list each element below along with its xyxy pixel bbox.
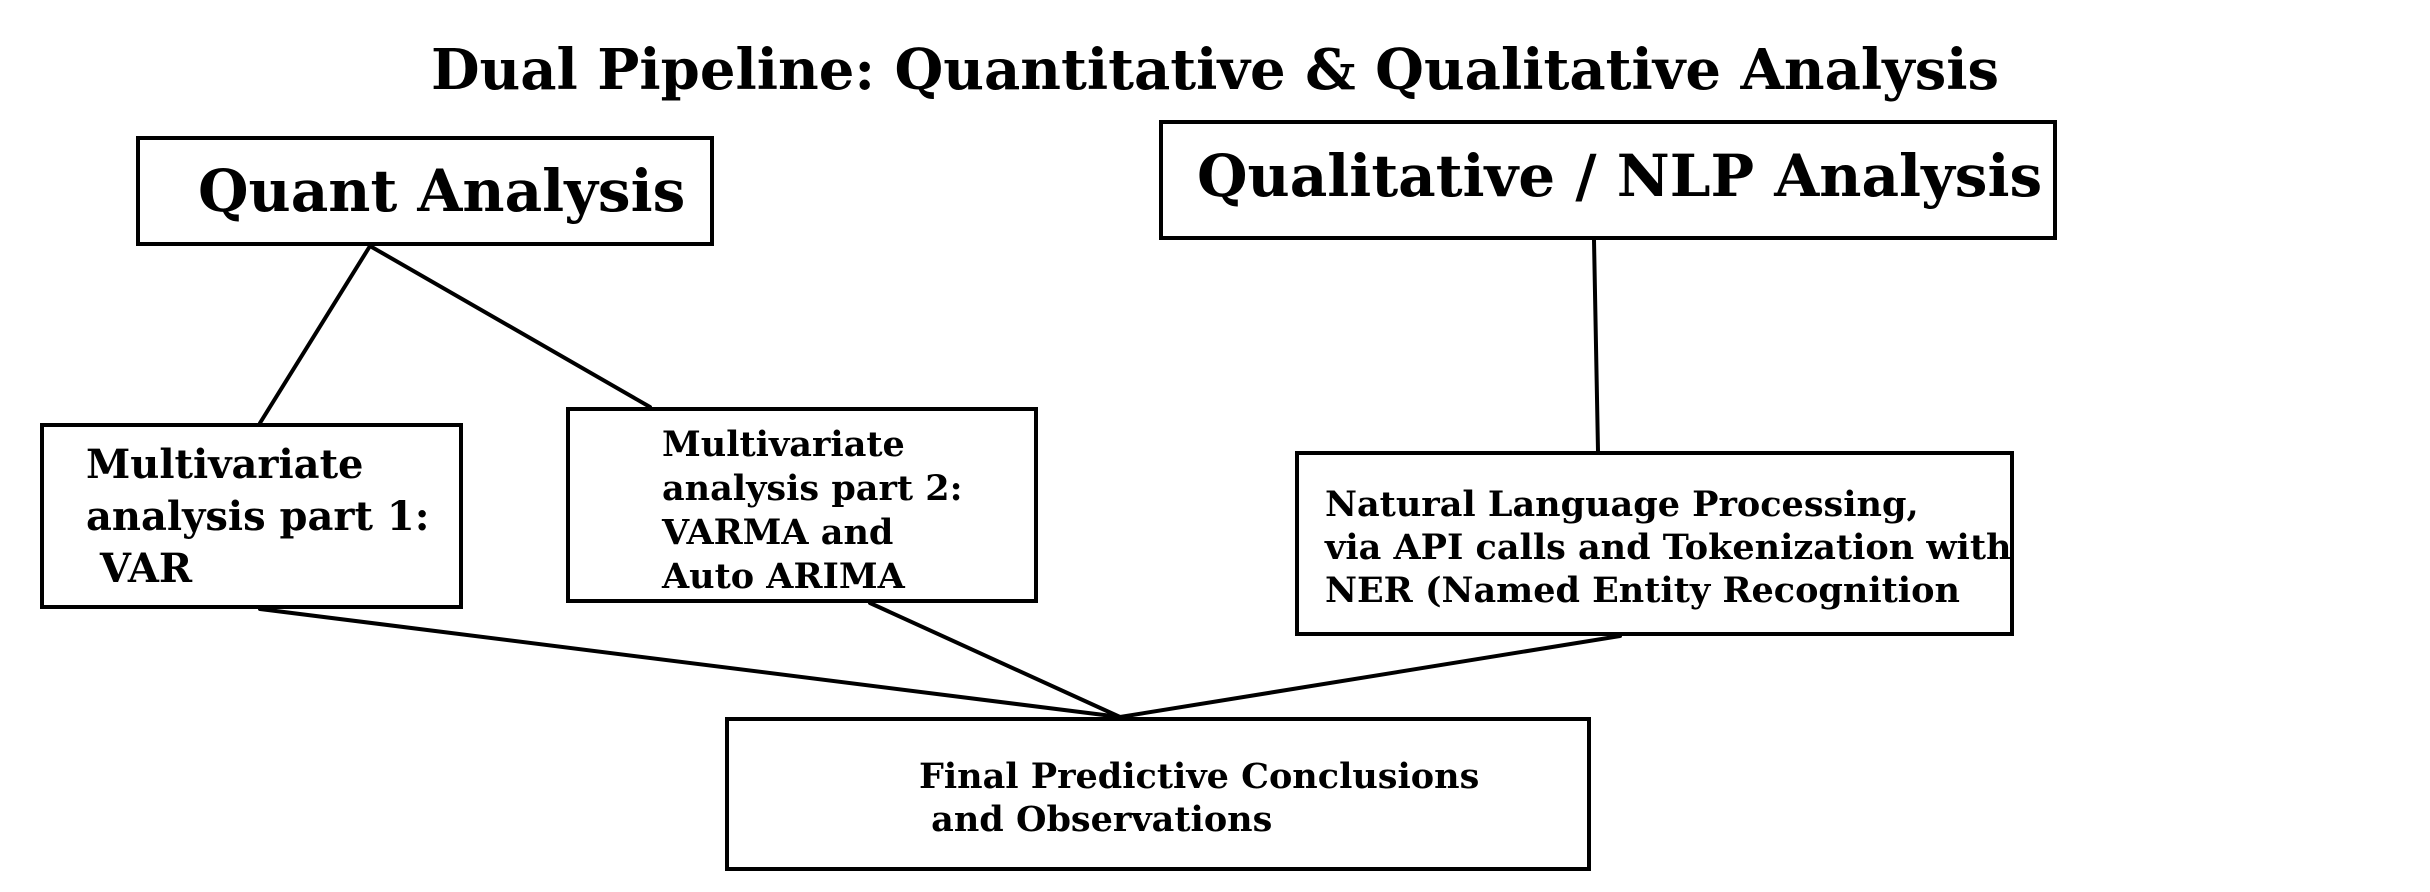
multivariate-part1-label: Multivariate analysis part 1: VAR — [86, 441, 430, 592]
diagram-title: Dual Pipeline: Quantitative & Qualitativ… — [430, 37, 2000, 103]
edge-quant-to-varma — [368, 244, 652, 409]
edge-nlp-to-final — [1118, 634, 1622, 719]
final-conclusions-box: Final Predictive Conclusions and Observa… — [725, 717, 1591, 871]
final-conclusions-label: Final Predictive Conclusions and Observa… — [919, 756, 1480, 840]
edge-var-to-final — [258, 607, 1122, 719]
edge-qual-to-nlp — [1592, 238, 1600, 453]
multivariate-part1-box: Multivariate analysis part 1: VAR — [40, 423, 463, 609]
quant-analysis-box: Quant Analysis — [136, 136, 714, 246]
multivariate-part2-label: Multivariate analysis part 2: VARMA and … — [662, 424, 963, 597]
qualitative-nlp-analysis-box: Qualitative / NLP Analysis — [1159, 120, 2057, 240]
multivariate-part2-box: Multivariate analysis part 2: VARMA and … — [566, 407, 1038, 603]
nlp-label: Natural Language Processing, via API cal… — [1325, 484, 2012, 611]
qualitative-nlp-analysis-label: Qualitative / NLP Analysis — [1197, 142, 2043, 210]
nlp-box: Natural Language Processing, via API cal… — [1295, 451, 2014, 636]
edge-varma-to-final — [868, 601, 1122, 719]
quant-analysis-label: Quant Analysis — [198, 157, 686, 225]
edge-quant-to-var — [258, 244, 372, 425]
